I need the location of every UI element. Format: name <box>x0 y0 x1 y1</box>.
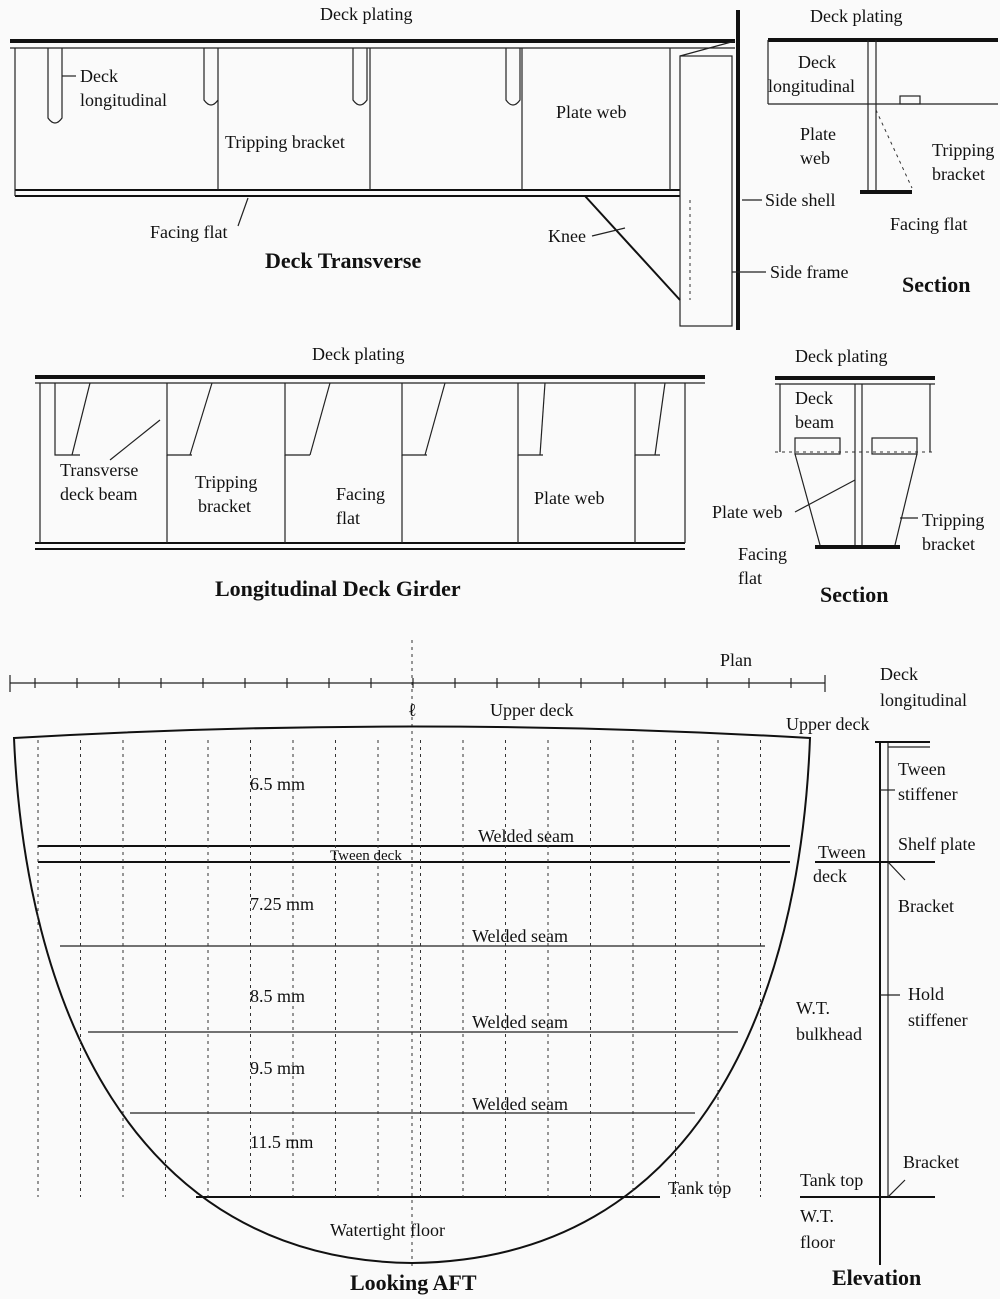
deck-transverse-plate-web: Plate web <box>556 102 626 122</box>
elevation-upper-deck: Upper deck <box>786 714 869 734</box>
elevation-wt-bulkhead-l2: bulkhead <box>796 1024 862 1044</box>
deck-transverse-longitudinal-l1: Deck <box>80 66 118 86</box>
looking-aft-welded-seam-1: Welded seam <box>478 826 574 846</box>
long-girder-facing-l2: flat <box>336 508 360 528</box>
long-girder-transverse-l1: Transverse <box>60 460 138 480</box>
elevation-hold-stiffener-l2: stiffener <box>908 1010 968 1030</box>
long-girder-tripping-l2: bracket <box>198 496 251 516</box>
looking-aft-tank-top: Tank top <box>668 1178 731 1198</box>
long-girder-plate-web: Plate web <box>534 488 604 508</box>
elevation-bracket-upper: Bracket <box>898 896 954 916</box>
elevation-tween-stiffener-l1: Tween <box>898 759 946 779</box>
section-mid-tripping-l1: Tripping <box>922 510 984 530</box>
looking-aft-plan: Plan <box>720 650 752 670</box>
section-top-tripping-l1: Tripping <box>932 140 994 160</box>
looking-aft-welded-seam-3: Welded seam <box>472 1012 568 1032</box>
elevation-title: Elevation <box>832 1265 921 1290</box>
plate-thickness-label: 6.5 mm <box>250 774 305 794</box>
elevation-deck-longitudinal-l2: longitudinal <box>880 690 967 710</box>
deck-transverse-side-frame: Side frame <box>770 262 848 282</box>
section-top-longitudinal-l1: Deck <box>798 52 836 72</box>
section-mid-facing-l1: Facing <box>738 544 787 564</box>
looking-aft-upper-deck: Upper deck <box>490 700 573 720</box>
elevation-drawing: Deck longitudinal Upper deck Tween stiff… <box>786 664 975 1290</box>
elevation-wt-bulkhead-l1: W.T. <box>796 998 830 1018</box>
deck-transverse-knee: Knee <box>548 226 586 246</box>
section-mid-drawing: Deck plating Deck beam Plate web Trippin… <box>712 346 984 607</box>
plate-thickness-label: 9.5 mm <box>250 1058 305 1078</box>
section-mid-tripping-l2: bracket <box>922 534 975 554</box>
elevation-deck-longitudinal-l1: Deck <box>880 664 918 684</box>
deck-transverse-facing-flat: Facing flat <box>150 222 227 242</box>
deck-transverse-title: Deck Transverse <box>265 248 421 273</box>
elevation-wt-floor-l2: floor <box>800 1232 835 1252</box>
deck-transverse-drawing: Deck plating Deck longitudinal Tripping … <box>10 4 848 330</box>
section-mid-title: Section <box>820 582 888 607</box>
section-top-facing-flat: Facing flat <box>890 214 967 234</box>
plate-thickness-label: 7.25 mm <box>250 894 314 914</box>
deck-transverse-side-shell: Side shell <box>765 190 836 210</box>
long-girder-drawing: Deck plating Transverse deck beam Trippi… <box>35 344 705 601</box>
elevation-wt-floor-l1: W.T. <box>800 1206 834 1226</box>
deck-transverse-longitudinal-l2: longitudinal <box>80 90 167 110</box>
section-mid-deck-plating: Deck plating <box>795 346 887 366</box>
deck-transverse-tripping-bracket: Tripping bracket <box>225 132 345 152</box>
looking-aft-welded-seam-4: Welded seam <box>472 1094 568 1114</box>
elevation-bracket-lower: Bracket <box>903 1152 959 1172</box>
long-girder-tripping-l1: Tripping <box>195 472 257 492</box>
looking-aft-watertight-floor: Watertight floor <box>330 1220 445 1240</box>
looking-aft-centerline: ℓ <box>408 700 417 720</box>
long-girder-transverse-l2: deck beam <box>60 484 137 504</box>
long-girder-title: Longitudinal Deck Girder <box>215 576 461 601</box>
elevation-tween-stiffener-l2: stiffener <box>898 784 958 804</box>
elevation-tween-deck-l1: Tween <box>818 842 866 862</box>
section-mid-deck-beam-l1: Deck <box>795 388 833 408</box>
section-top-plate-web-l2: web <box>800 148 830 168</box>
long-girder-facing-l1: Facing <box>336 484 385 504</box>
section-top-longitudinal-l2: longitudinal <box>768 76 855 96</box>
elevation-shelf-plate: Shelf plate <box>898 834 975 854</box>
looking-aft-welded-seam-2: Welded seam <box>472 926 568 946</box>
elevation-tween-deck-l2: deck <box>813 866 847 886</box>
elevation-hold-stiffener-l1: Hold <box>908 984 944 1004</box>
plate-thickness-label: 8.5 mm <box>250 986 305 1006</box>
section-top-plate-web-l1: Plate <box>800 124 836 144</box>
long-girder-deck-plating: Deck plating <box>312 344 404 364</box>
section-top-title: Section <box>902 272 970 297</box>
section-top-tripping-l2: bracket <box>932 164 985 184</box>
deck-transverse-deck-plating: Deck plating <box>320 4 412 24</box>
section-mid-facing-l2: flat <box>738 568 762 588</box>
looking-aft-tween-deck: Tween deck <box>330 848 402 864</box>
looking-aft-drawing: Plan ℓ Upper deck Tween deck 6.5 mm 7.25 … <box>9 640 826 1295</box>
section-top-drawing: Deck plating Deck longitudinal Plate web… <box>767 6 998 297</box>
section-mid-deck-beam-l2: beam <box>795 412 834 432</box>
elevation-tank-top: Tank top <box>800 1170 863 1190</box>
section-top-deck-plating: Deck plating <box>810 6 902 26</box>
plate-thickness-label: 11.5 mm <box>250 1132 313 1152</box>
looking-aft-title: Looking AFT <box>350 1270 477 1295</box>
section-mid-plate-web: Plate web <box>712 502 782 522</box>
